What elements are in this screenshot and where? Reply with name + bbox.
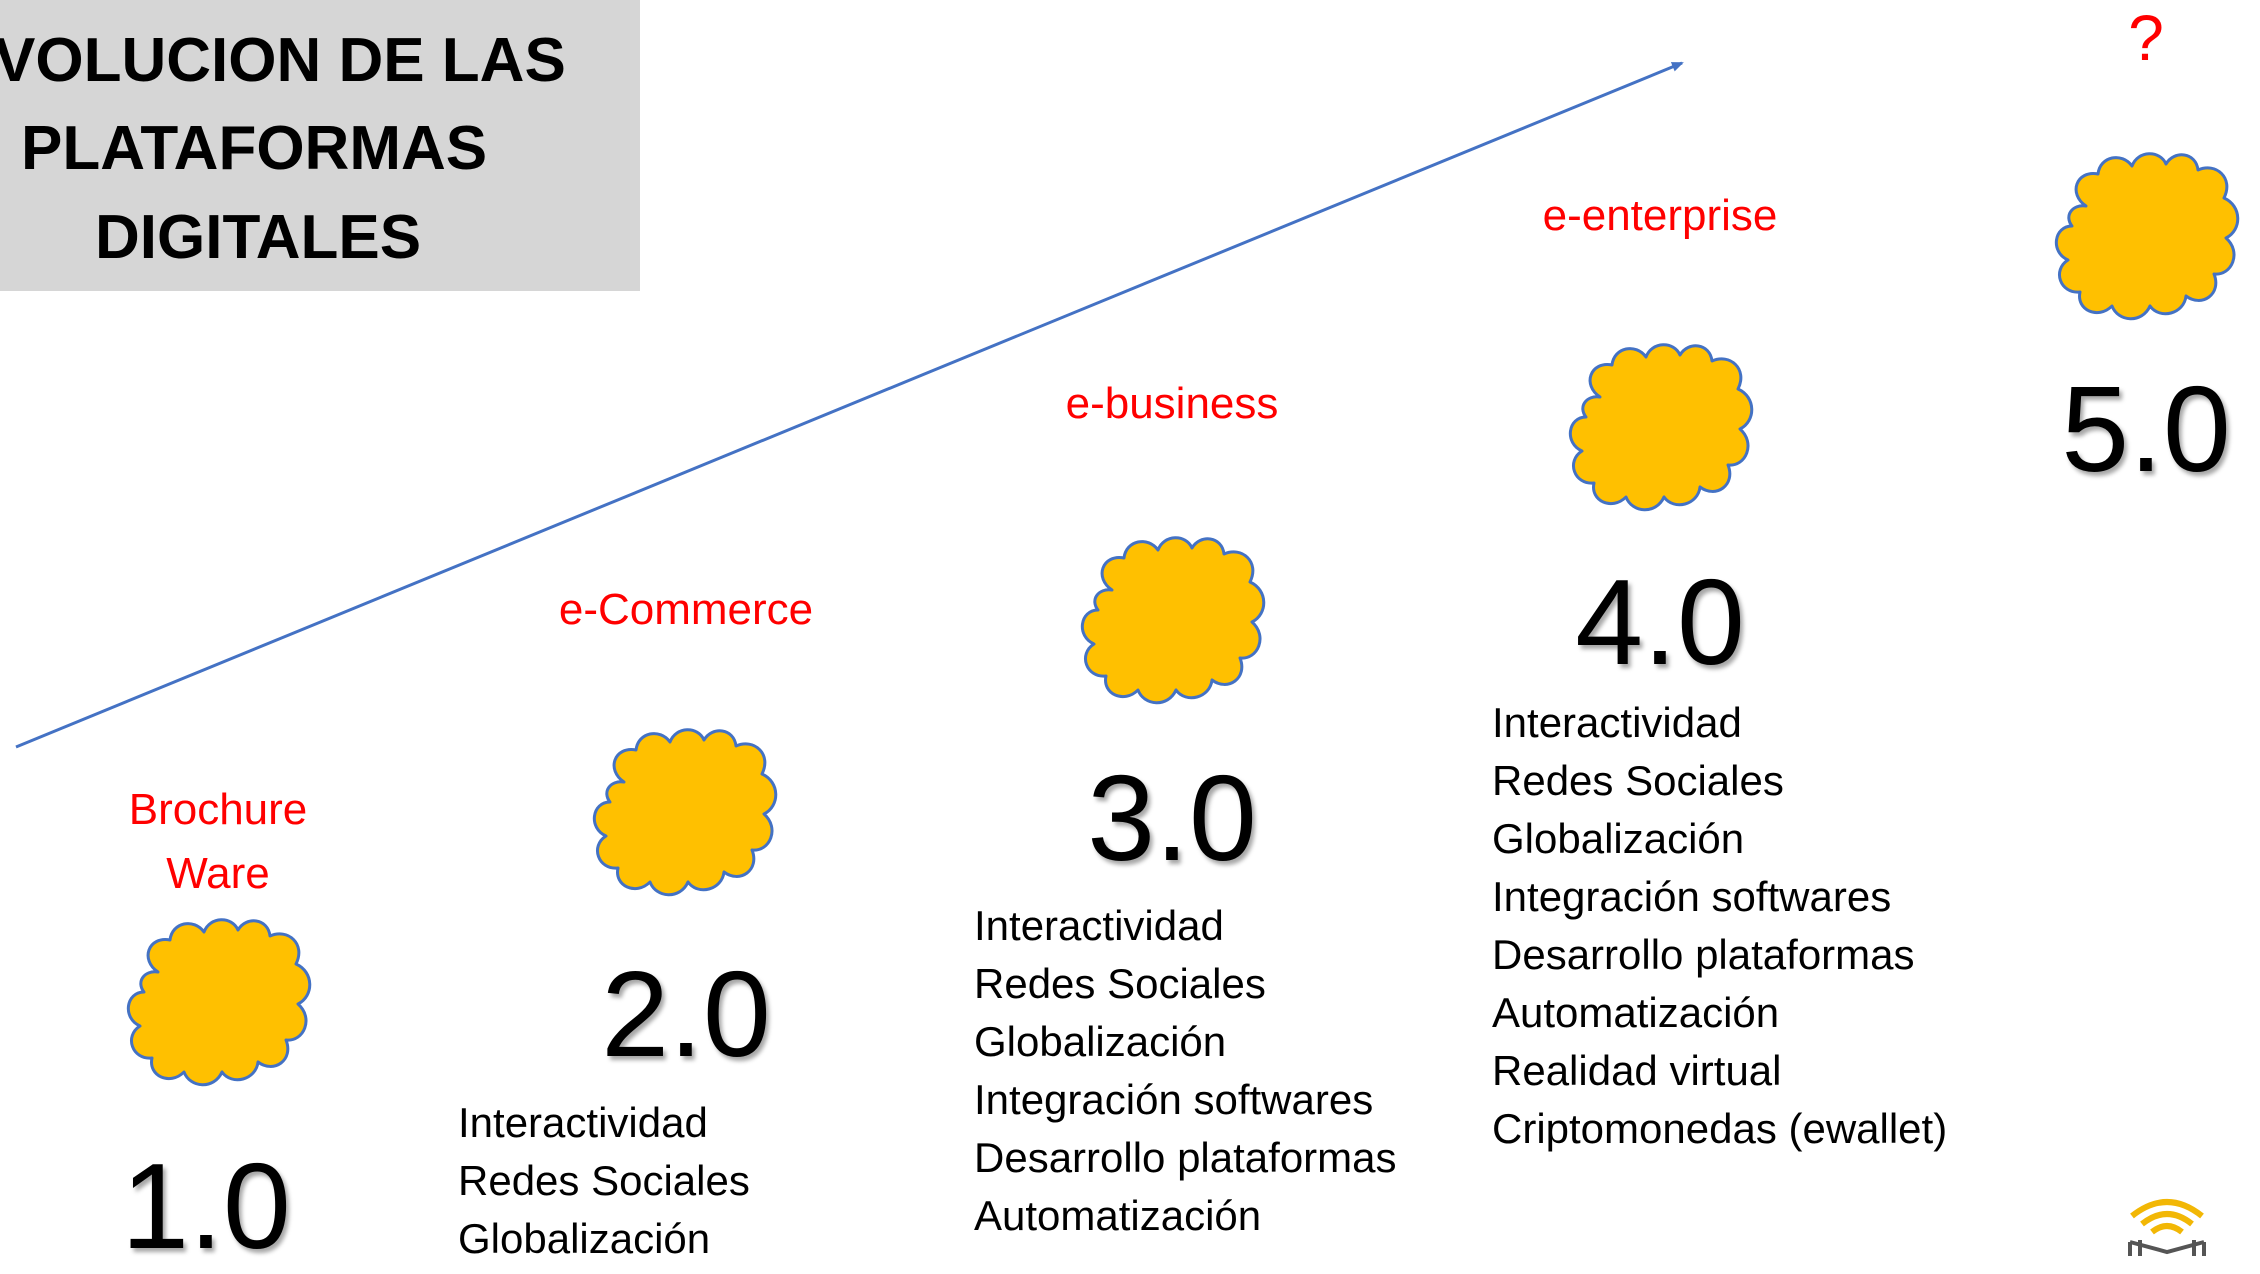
stage-5-question-mark: ?: [2128, 2, 2164, 74]
cloud-icon: [1568, 343, 1754, 512]
book-wifi-logo-icon: [2128, 1199, 2206, 1256]
stage-4-feature: Realidad virtual: [1492, 1047, 1782, 1094]
cloud-icon: [592, 728, 778, 897]
stage-2-version: 2.0: [601, 946, 771, 1082]
stage-3-feature: Automatización: [974, 1192, 1262, 1239]
stage-2-feature: Globalización: [458, 1215, 711, 1262]
stage-4-feature: Criptomonedas (ewallet): [1492, 1105, 1948, 1152]
stage-3-feature: Globalización: [974, 1018, 1227, 1065]
cloud-icon: [2054, 152, 2240, 321]
stage-4-feature: Automatización: [1492, 989, 1780, 1036]
stage-1-version: 1.0: [121, 1138, 291, 1274]
stage-3-feature: Interactividad: [974, 902, 1224, 949]
stage-4-feature: Integración softwares: [1492, 873, 1892, 920]
title-line-2: PLATAFORMAS: [21, 114, 488, 183]
stage-3-label: e-business: [1065, 379, 1279, 428]
stage-3-feature: Integración softwares: [974, 1076, 1374, 1123]
stage-3-feature: Redes Sociales: [974, 960, 1266, 1007]
title-line-1: VOLUCION DE LAS: [0, 26, 566, 95]
stage-2-feature: Redes Sociales: [458, 1157, 750, 1204]
stage-3-version: 3.0: [1087, 750, 1257, 886]
cloud-icon: [126, 918, 312, 1087]
stage-4-feature: Desarrollo plataformas: [1492, 931, 1915, 978]
stage-2-feature: Interactividad: [458, 1099, 708, 1146]
stage-3-feature: Desarrollo plataformas: [974, 1134, 1397, 1181]
stage-4-label: e-enterprise: [1542, 191, 1778, 240]
stage-5-version: 5.0: [2061, 361, 2231, 497]
title-box: VOLUCION DE LAS PLATAFORMAS DIGITALES: [0, 0, 640, 291]
stage-2-label: e-Commerce: [558, 585, 814, 634]
stage-4-feature: Globalización: [1492, 815, 1745, 862]
stage-4-feature: Redes Sociales: [1492, 757, 1784, 804]
stage-1-label-line-2: Ware: [166, 849, 270, 898]
stage-4-feature: Interactividad: [1492, 699, 1742, 746]
stage-1-label-line-1: Brochure: [128, 785, 308, 834]
cloud-icon: [1080, 536, 1266, 705]
stage-4-version: 4.0: [1575, 554, 1745, 690]
title-line-3: DIGITALES: [95, 203, 422, 272]
